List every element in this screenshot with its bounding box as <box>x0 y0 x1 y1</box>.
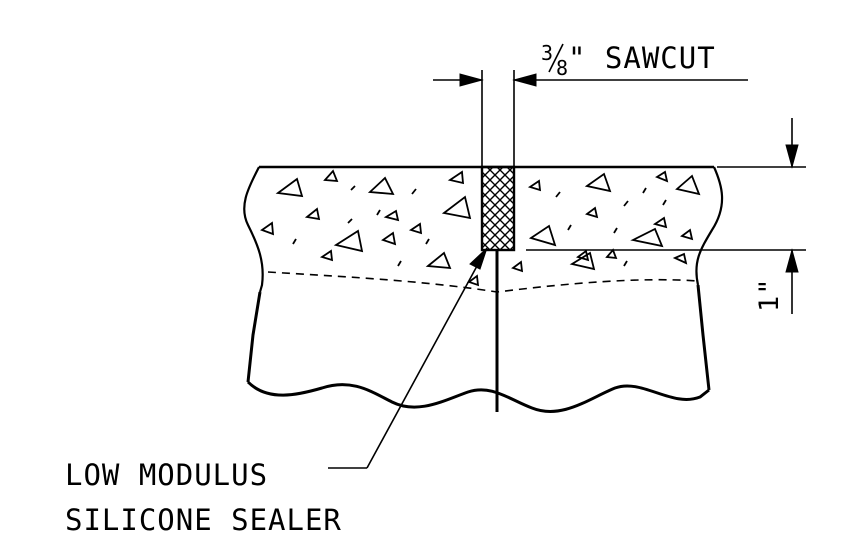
slab-lower-left-side <box>246 291 262 383</box>
dimension-arrow-left-pointing <box>512 73 537 87</box>
slab-break-line <box>246 380 710 413</box>
aggregate-pattern <box>260 169 701 287</box>
depth-dimension-text: 1" <box>754 277 785 312</box>
sawcut-fraction-denominator: 8 <box>556 56 569 80</box>
slab-left-edge <box>243 166 264 293</box>
silicone-sealer-block <box>480 165 516 252</box>
leader-arrow-icon <box>469 247 488 270</box>
sawcut-text: " SAWCUT <box>568 41 716 75</box>
slab-lower-right-side <box>696 284 711 391</box>
sawcut-label: 3 8 " SAWCUT <box>541 41 716 80</box>
slab-right-edge <box>695 166 724 286</box>
slab-dashed-boundary <box>267 271 699 293</box>
dimension-arrow-right-pointing <box>459 73 484 87</box>
sealer-depth-dimension: 1" <box>526 118 806 314</box>
sealer-leader <box>328 247 488 469</box>
sawcut-fraction-numerator: 3 <box>541 41 554 65</box>
depth-arrow-down <box>785 144 799 169</box>
sawcut-joint <box>480 70 516 412</box>
sealer-label-line1: LOW MODULUS <box>65 458 268 492</box>
sawcut-width-dimension <box>433 73 748 87</box>
depth-arrow-up <box>785 248 799 273</box>
sawcut-fraction-bar <box>548 43 564 73</box>
sealer-label-line2: SILICONE SEALER <box>65 503 342 537</box>
